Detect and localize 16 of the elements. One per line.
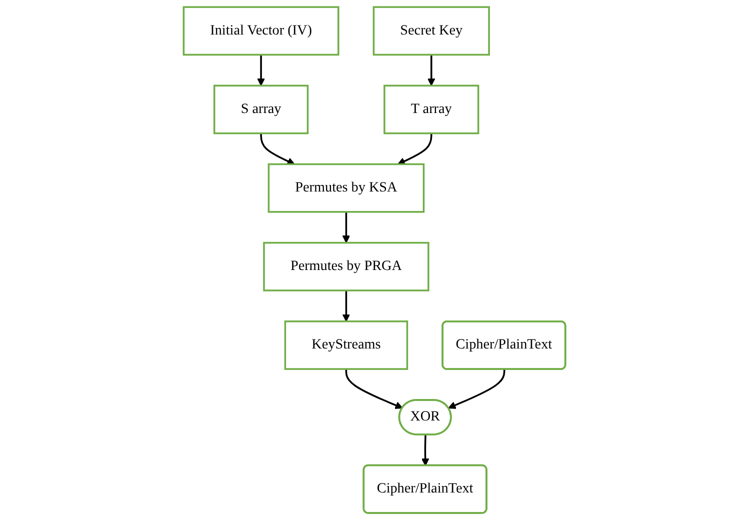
arrow [342, 212, 350, 244]
arrow [448, 369, 506, 409]
arrow [421, 434, 430, 466]
node-box: KeyStreams [284, 320, 408, 370]
node-box: Secret Key [372, 6, 490, 56]
arrow [342, 290, 350, 322]
arrow [257, 54, 265, 86]
arrow [345, 369, 403, 409]
arrow [260, 133, 295, 165]
arrow [398, 133, 432, 165]
arrow [427, 54, 436, 86]
node-box: T array [384, 84, 480, 134]
node-box: Permutes by PRGA [263, 242, 430, 292]
node-box: S array [213, 84, 309, 134]
node-box: Permutes by KSA [268, 163, 425, 213]
node-box: Initial Vector (IV) [182, 6, 340, 56]
